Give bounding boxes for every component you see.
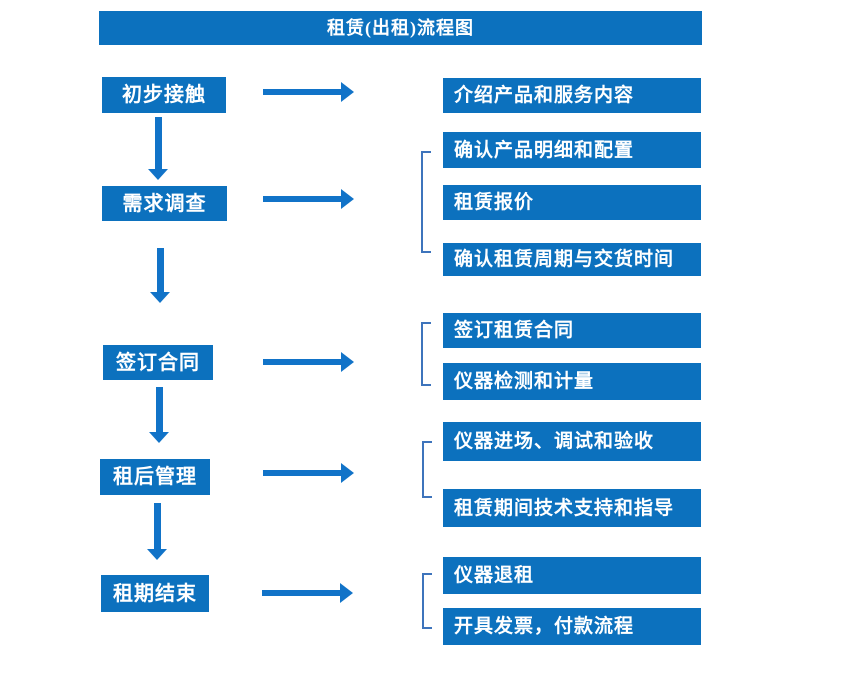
detail-box-instrument-return: 仪器退租 [443,557,701,594]
detail-box-instrument-testing: 仪器检测和计量 [443,363,701,400]
detail-box-confirm-rental-period: 确认租赁周期与交货时间 [443,243,701,276]
flowchart-title: 租赁(出租)流程图 [99,11,702,45]
detail-box-sign-rental-contract: 签订租赁合同 [443,313,701,348]
step-box-post-rental-management: 租后管理 [100,459,210,495]
detail-box-technical-support: 租赁期间技术支持和指导 [443,489,701,527]
detail-box-invoice-payment: 开具发票，付款流程 [443,608,701,645]
step-box-initial-contact: 初步接触 [102,77,226,113]
down-arrow-icon [148,117,168,180]
step-box-demand-survey: 需求调查 [102,186,227,221]
detail-box-introduce-products: 介绍产品和服务内容 [443,78,701,113]
detail-box-instrument-setup: 仪器进场、调试和验收 [443,422,701,461]
detail-box-confirm-product-details: 确认产品明细和配置 [443,132,701,168]
step-box-rental-end: 租期结束 [101,575,209,612]
down-arrow-icon [147,503,167,560]
bracket-connector [422,441,432,498]
detail-box-rental-quote: 租赁报价 [443,185,701,220]
down-arrow-icon [149,387,169,443]
bracket-connector [421,151,431,253]
down-arrow-icon [150,248,170,303]
bracket-connector [421,322,431,386]
step-box-sign-contract: 签订合同 [103,345,213,380]
bracket-connector [422,573,432,629]
